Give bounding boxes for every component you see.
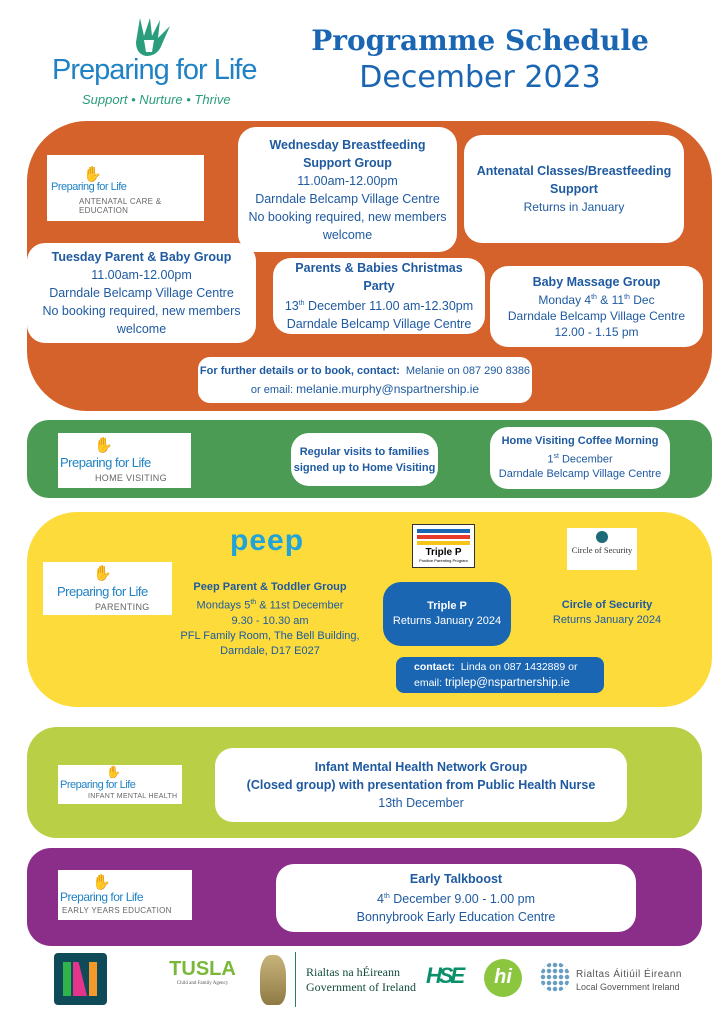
infant-mental-health-logo: ✋ Preparing for Life INFANT MENTAL HEALT… <box>58 765 182 804</box>
page-subtitle: December 2023 <box>359 60 601 95</box>
tuesday-parent-baby-card: Tuesday Parent & Baby Group 11.00am-12.0… <box>27 243 256 343</box>
hse-logo: HSE <box>426 963 465 988</box>
tagline: Support • Nurture • Thrive <box>82 92 231 107</box>
antenatal-logo: ✋ Preparing for Life ANTENATAL CARE & ED… <box>47 155 204 221</box>
regular-visits-card: Regular visits to families signed up to … <box>291 433 438 486</box>
christmas-party-card: Parents & Babies Christmas Party 13th De… <box>273 258 485 334</box>
harp-icon <box>260 955 286 1005</box>
triple-p-card: Triple P Returns January 2024 <box>383 582 511 646</box>
healthy-ireland-logo: hi <box>484 959 522 997</box>
coffee-morning-card: Home Visiting Coffee Morning 1st Decembe… <box>490 427 670 489</box>
peep-group-info: Peep Parent & Toddler Group Mondays 5th … <box>180 581 360 657</box>
circle-icon <box>596 531 608 543</box>
email-link[interactable]: melanie.murphy@nspartnership.ie <box>296 381 480 396</box>
logo-text: Preparing for Life <box>52 54 257 86</box>
infant-mental-health-card: Infant Mental Health Network Group (Clos… <box>215 748 627 822</box>
pfl-main-logo: Preparing for Life Support • Nurture • T… <box>50 12 275 110</box>
home-visiting-logo: ✋ Preparing for Life HOME VISITING <box>58 433 191 488</box>
parenting-contact-card: contact: Linda on 087 1432889 or email: … <box>396 657 604 693</box>
parenting-logo: ✋ Preparing for Life PARENTING <box>43 562 172 615</box>
n-logo <box>54 953 107 1005</box>
peep-logo: peep <box>230 524 305 557</box>
local-government-ireland-logo: Rialtas Áitiúil Éireann Local Government… <box>576 969 682 992</box>
early-years-logo: ✋ Preparing for Life EARLY YEARS EDUCATI… <box>58 870 192 920</box>
lgi-dots-icon <box>540 962 570 992</box>
hand-icon: ✋ <box>83 166 102 183</box>
early-talkboost-card: Early Talkboost 4th December 9.00 - 1.00… <box>276 864 636 932</box>
wednesday-breastfeeding-card: Wednesday Breastfeeding Support Group 11… <box>238 127 457 252</box>
baby-massage-card: Baby Massage Group Monday 4th & 11th Dec… <box>490 266 703 347</box>
hand-icon: ✋ <box>92 874 111 891</box>
hand-icon: ✋ <box>93 565 112 582</box>
circle-of-security-logo: Circle of Security <box>567 528 637 570</box>
antenatal-classes-card: Antenatal Classes/Breastfeeding Support … <box>464 135 684 243</box>
divider <box>295 952 296 1007</box>
hand-icon <box>130 14 182 58</box>
hand-icon: ✋ <box>106 765 121 779</box>
hand-icon: ✋ <box>94 437 113 454</box>
tusla-logo: TUSLA Child and Family Agency <box>169 958 236 986</box>
page-title: Programme Schedule <box>311 24 649 57</box>
email-link[interactable]: triplep@nspartnership.ie <box>444 677 570 689</box>
triple-p-logo: Triple P Positive Parenting Program <box>412 524 475 568</box>
circle-of-security-info: Circle of Security Returns January 2024 <box>552 599 662 626</box>
government-of-ireland-logo: Rialtas na hÉireann Government of Irelan… <box>306 965 416 994</box>
antenatal-contact-card: For further details or to book, contact:… <box>198 357 532 403</box>
